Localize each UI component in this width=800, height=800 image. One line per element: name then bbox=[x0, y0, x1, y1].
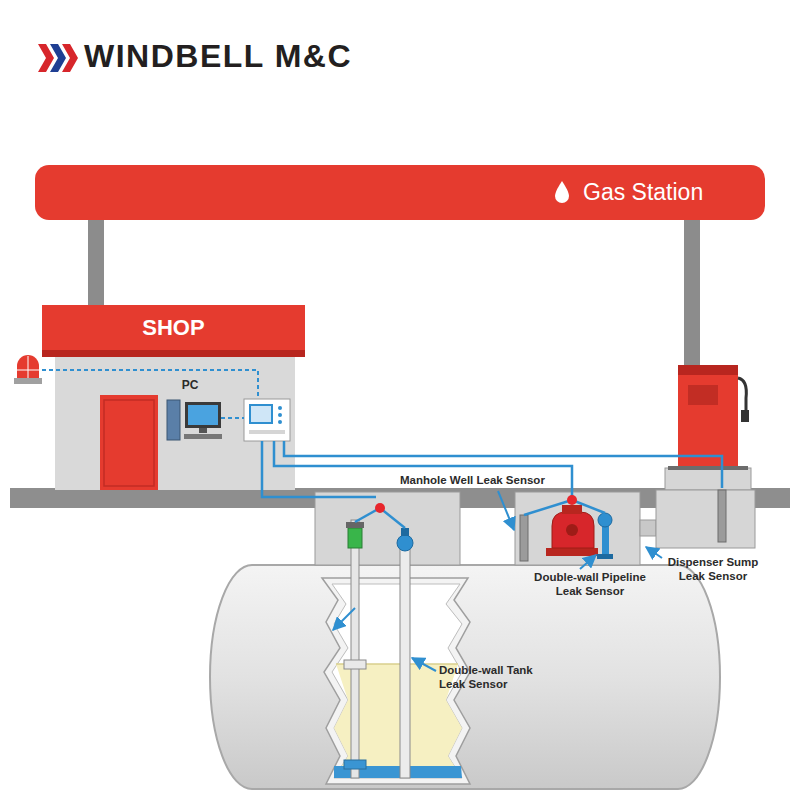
fuel-dispenser bbox=[665, 365, 751, 490]
sensor-callout: Double-wall Tank Leak Sensor bbox=[439, 664, 535, 692]
droplet-icon bbox=[553, 180, 571, 204]
junction-dot bbox=[567, 495, 577, 505]
droplet-shape bbox=[555, 181, 569, 203]
brand-logo-text: WINDBELL M&C bbox=[84, 38, 352, 75]
level-probe bbox=[344, 520, 366, 778]
sensor-callout: Dispenser Sump Leak Sensor bbox=[660, 556, 766, 584]
logo-icon bbox=[38, 44, 78, 72]
shop-roof-edge bbox=[42, 350, 305, 357]
storage-tank bbox=[210, 565, 720, 789]
dispenser-sump-sensor bbox=[718, 490, 726, 542]
alarm-wire bbox=[42, 370, 258, 399]
signal-wires bbox=[262, 441, 722, 528]
alarm-light bbox=[14, 355, 42, 384]
manhole-leak-sensor bbox=[520, 515, 528, 561]
canopy-band: Gas Station bbox=[35, 165, 765, 220]
controller bbox=[244, 399, 290, 441]
sensor-callout: Manhole Well Leak Sensor bbox=[400, 474, 568, 488]
pipeline-valve bbox=[546, 505, 598, 556]
junction-dot bbox=[375, 503, 385, 513]
sensor-callout: Double-wall Pipeline Leak Sensor bbox=[530, 571, 650, 599]
dispenser-sump bbox=[656, 490, 755, 548]
pc-icon bbox=[167, 400, 222, 440]
node-label: SHOP bbox=[142, 317, 204, 339]
pc-wire bbox=[221, 417, 244, 419]
shop-door bbox=[100, 395, 158, 490]
pipeline-sump bbox=[515, 492, 640, 565]
canopy-pillar bbox=[88, 218, 104, 308]
pc-label: PC bbox=[175, 378, 205, 392]
manhole-well bbox=[315, 492, 460, 565]
pipeline-leak-sensor bbox=[597, 513, 613, 559]
canopy-pillar bbox=[684, 218, 700, 368]
shop-sign: SHOP bbox=[42, 305, 305, 350]
pipe bbox=[640, 520, 656, 536]
leader-arrows bbox=[333, 491, 662, 671]
door-frame bbox=[104, 400, 154, 486]
tank-leak-sensor bbox=[397, 528, 413, 778]
node-label: Gas Station bbox=[583, 181, 703, 204]
